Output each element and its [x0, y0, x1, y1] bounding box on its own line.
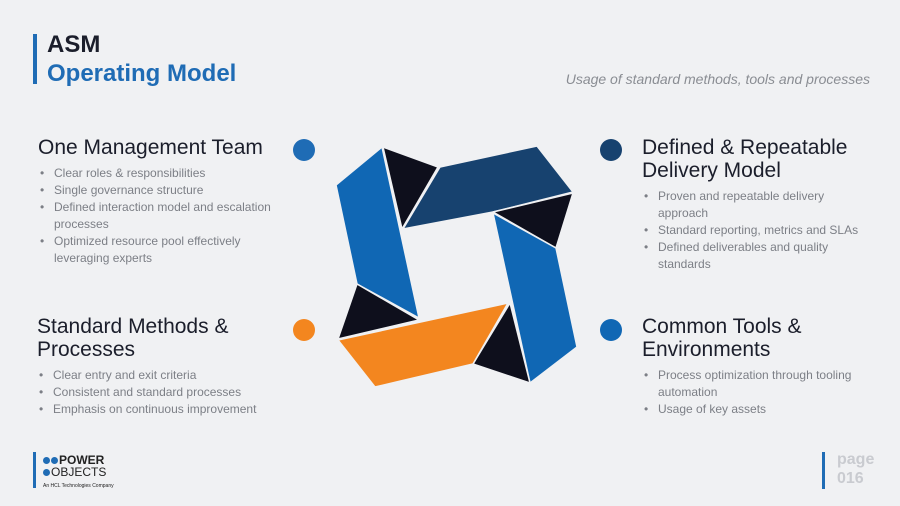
bullet: Emphasis on continuous improvement — [37, 401, 287, 418]
section-title: Common Tools & Environments — [642, 315, 802, 361]
section-title: Defined & Repeatable Delivery Model — [642, 136, 848, 182]
right-blue-panel — [492, 212, 578, 384]
section-title: Standard Methods & Processes — [37, 315, 229, 361]
logo-accent-bar — [33, 452, 36, 488]
page-title-sub: Operating Model — [47, 60, 237, 87]
section-delivery-model: Defined & Repeatable Delivery Model Prov… — [642, 136, 872, 273]
page-subtitle: Usage of standard methods, tools and pro… — [565, 71, 870, 87]
bullet: Usage of key assets — [642, 401, 872, 418]
section-title: One Management Team — [38, 136, 263, 159]
page-title: ASM — [47, 31, 101, 58]
logo-tagline: An HCL Technologies Company — [43, 483, 114, 489]
logo-line1: POWER — [59, 453, 105, 467]
section-dot — [600, 139, 622, 161]
bottom-left-triangle — [337, 283, 420, 340]
bullet: Standard reporting, metrics and SLAs — [642, 222, 872, 239]
bullet: Consistent and standard processes — [37, 384, 287, 401]
section-tools-environments: Common Tools & Environments Process opti… — [642, 315, 872, 418]
bullet: Clear roles & responsibilities — [38, 165, 288, 182]
section-dot — [600, 319, 622, 341]
top-left-triangle — [382, 146, 439, 230]
bullet: Process optimization through tooling aut… — [642, 367, 872, 401]
bullet: Defined interaction model and escalation… — [38, 199, 288, 233]
section-dot — [293, 139, 315, 161]
section-management-team: One Management Team Clear roles & respon… — [38, 136, 288, 267]
bottom-orange-panel — [337, 302, 509, 388]
bottom-right-triangle — [472, 302, 531, 384]
bullet: Single governance structure — [38, 182, 288, 199]
bullet: Proven and repeatable delivery approach — [642, 188, 872, 222]
page-label: page — [837, 451, 875, 468]
left-blue-panel — [335, 146, 420, 319]
section-methods-processes: Standard Methods & Processes Clear entry… — [37, 315, 287, 418]
bullet: Clear entry and exit criteria — [37, 367, 287, 384]
page-accent-bar — [822, 452, 825, 489]
title-accent-bar — [33, 34, 37, 84]
bullet: Optimized resource pool effectively leve… — [38, 233, 288, 267]
logo-line2: OBJECTS — [51, 465, 107, 479]
page-num: 016 — [837, 470, 864, 487]
section-dot — [293, 319, 315, 341]
bullet: Defined deliverables and quality standar… — [642, 239, 872, 273]
